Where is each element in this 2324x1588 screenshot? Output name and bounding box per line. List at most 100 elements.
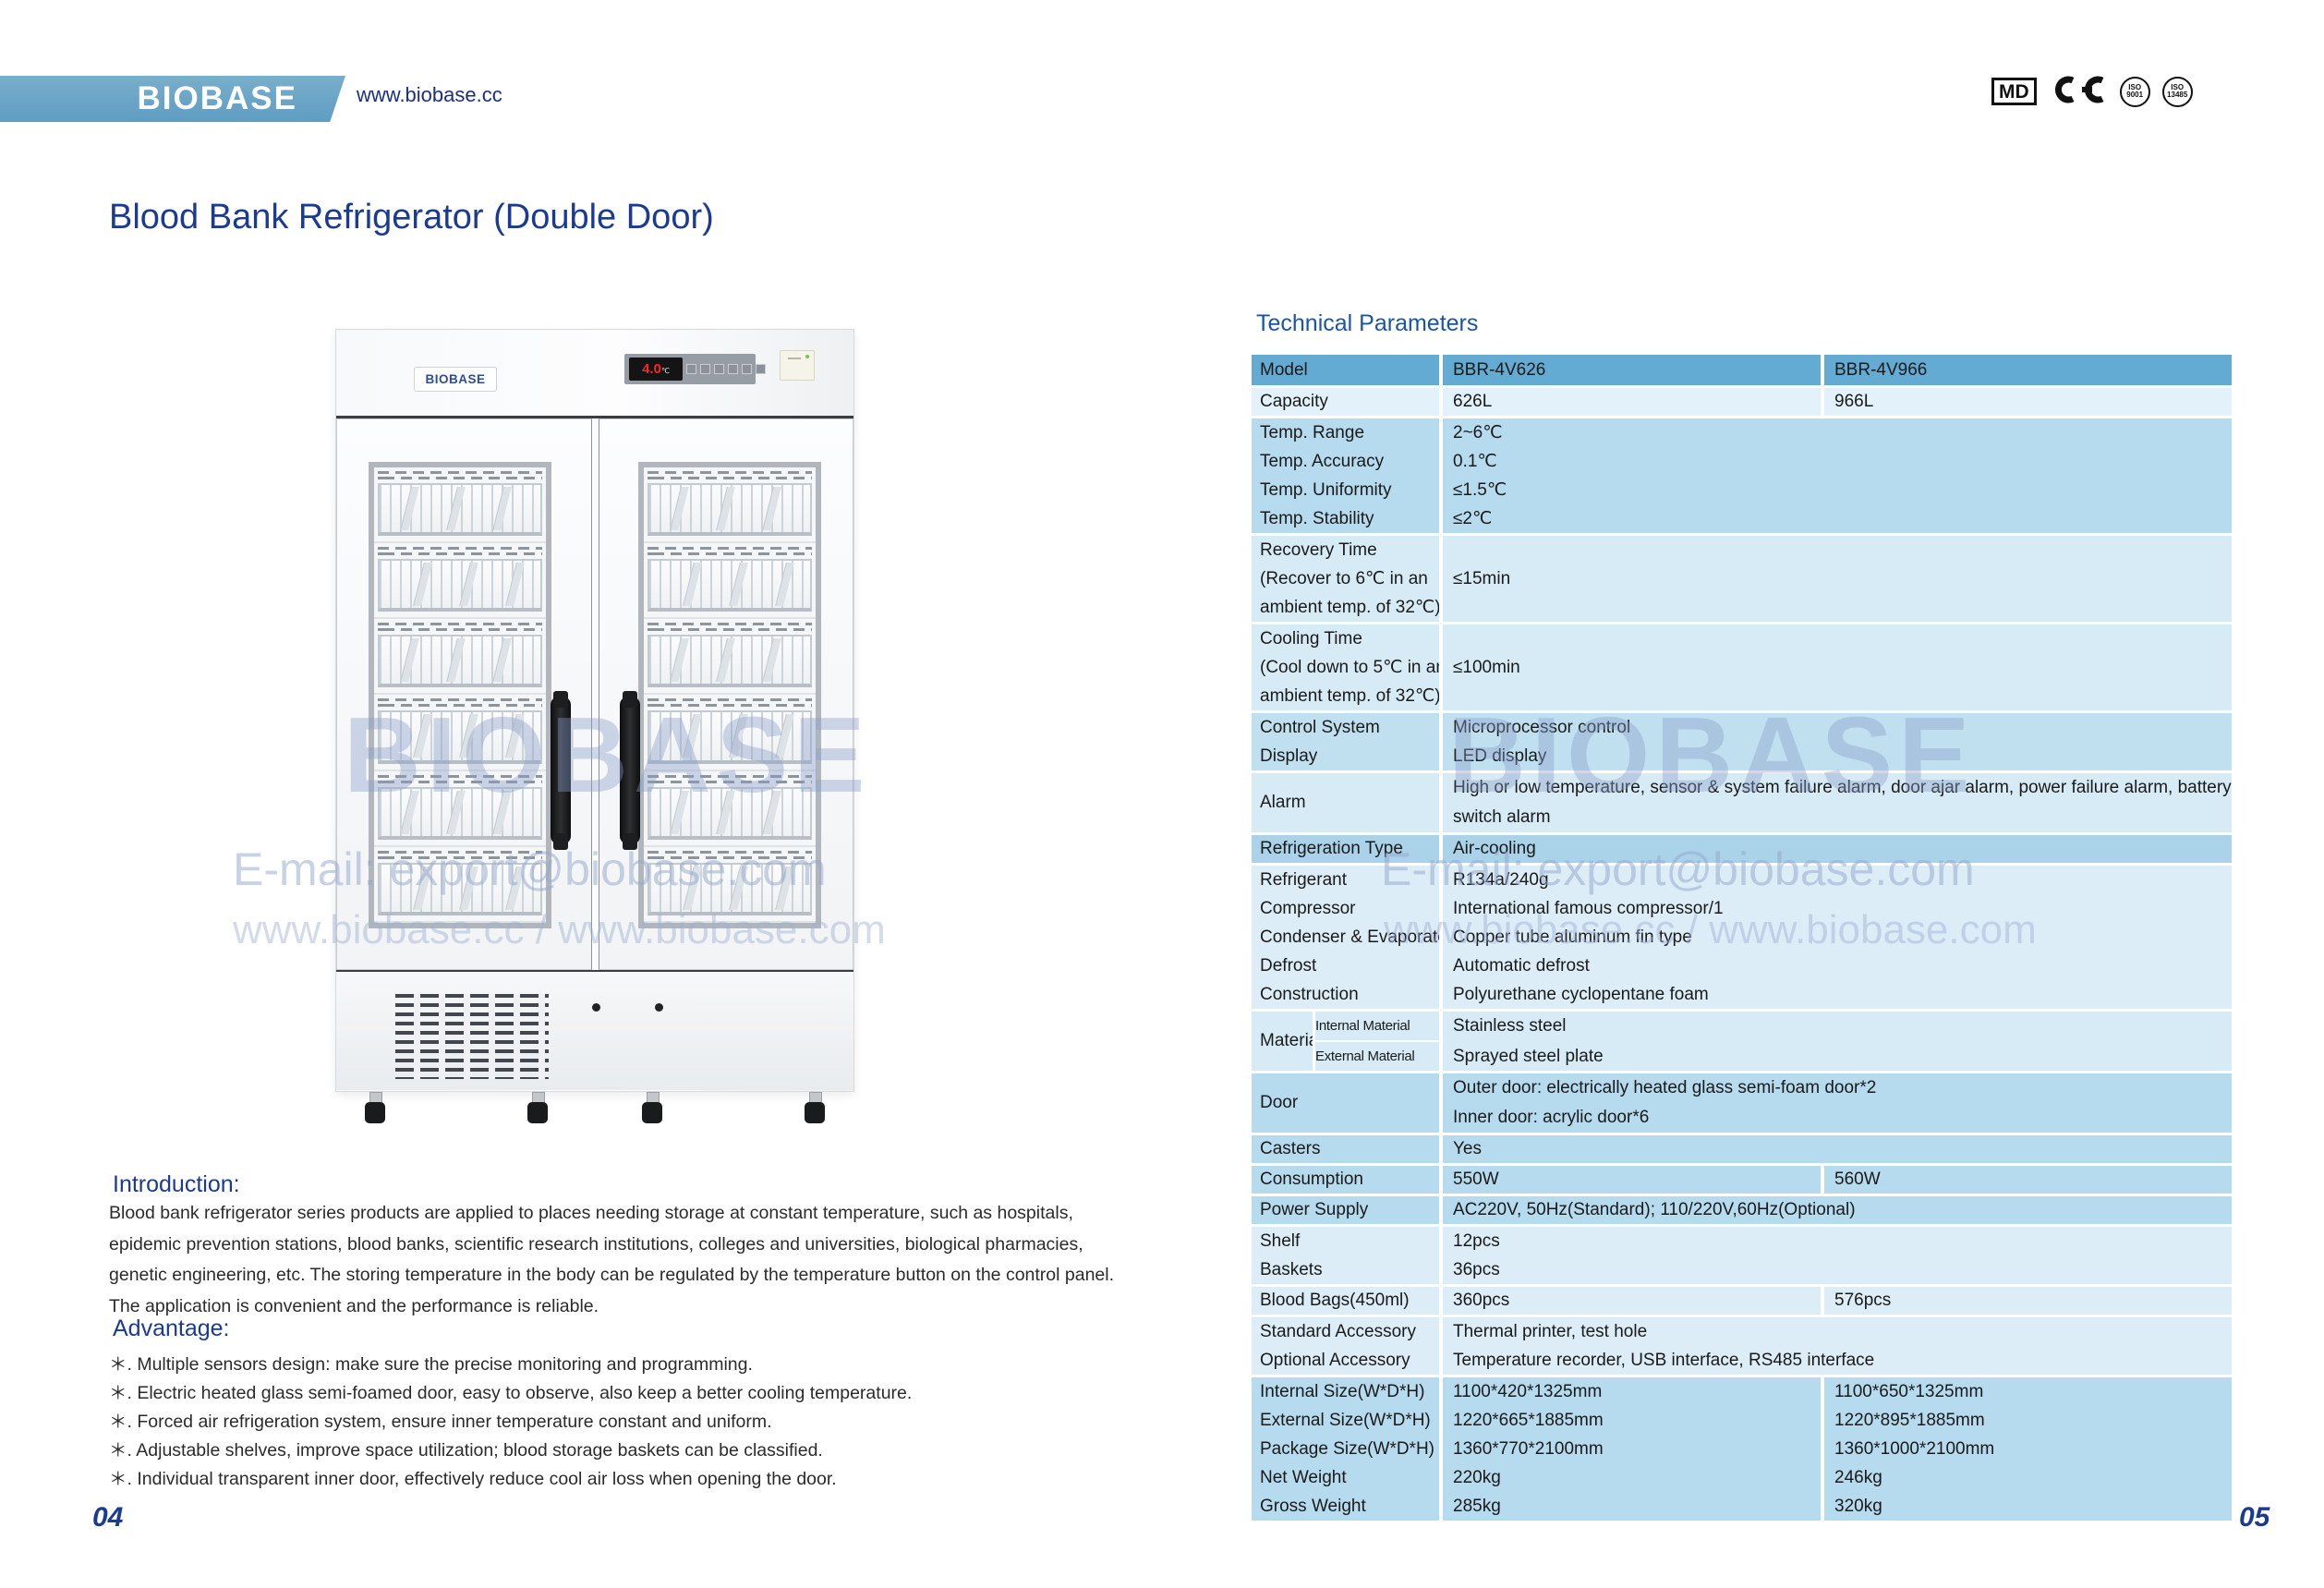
basket-divider bbox=[446, 638, 466, 683]
row-value-1: 550W bbox=[1443, 1166, 1821, 1194]
advantage-item: ＊. Adjustable shelves, improve space uti… bbox=[109, 1440, 823, 1461]
row-value-1: 360pcs bbox=[1443, 1287, 1821, 1315]
basket-divider bbox=[729, 563, 748, 607]
label-line: ambient temp. of 32℃) bbox=[1260, 598, 1441, 617]
wire-basket bbox=[648, 559, 812, 612]
basket-divider bbox=[413, 714, 432, 758]
wire-basket bbox=[378, 786, 542, 840]
basket-row bbox=[644, 695, 816, 771]
basket-divider bbox=[670, 790, 689, 834]
wire-basket bbox=[648, 635, 812, 688]
door-handle bbox=[619, 691, 640, 850]
basket-row bbox=[374, 695, 546, 771]
advantage-list: ＊. Multiple sensors design: make sure th… bbox=[109, 1351, 912, 1494]
row-label: Material bbox=[1252, 1012, 1323, 1071]
basket-row bbox=[644, 847, 816, 923]
param-label: Gross Weight bbox=[1260, 1497, 1366, 1516]
basket-row bbox=[644, 771, 816, 847]
row-value-2: 560W bbox=[1824, 1166, 2232, 1194]
website-link[interactable]: www.biobase.cc bbox=[357, 83, 502, 106]
param-value: 220kg bbox=[1453, 1468, 1501, 1487]
basket-row bbox=[374, 467, 546, 544]
param-label: Compressor bbox=[1260, 899, 1356, 918]
biobase-logo: BIOBASE bbox=[0, 76, 345, 122]
column-divider bbox=[1439, 1196, 1443, 1224]
advantage-item: ＊. Electric heated glass semi-foamed doo… bbox=[109, 1383, 913, 1403]
fridge-doors bbox=[336, 418, 853, 970]
param-value: 1360*1000*2100mm bbox=[1834, 1439, 1995, 1459]
panel-button bbox=[728, 364, 738, 374]
param-value: Temperature recorder, USB interface, RS4… bbox=[1453, 1351, 1875, 1370]
glass-window bbox=[638, 462, 821, 928]
row-label: Refrigeration Type bbox=[1252, 835, 1439, 863]
vent-slots bbox=[648, 773, 812, 784]
param-value: R134a/240g bbox=[1453, 870, 1549, 890]
label-line: (Cool down to 5℃ in an bbox=[1260, 658, 1446, 677]
row-value-1: 626L bbox=[1443, 388, 1821, 416]
basket-divider bbox=[716, 638, 735, 683]
test-hole-box bbox=[780, 350, 815, 381]
basket-divider bbox=[683, 866, 702, 910]
column-divider bbox=[1439, 773, 1443, 832]
label-line: Recovery Time bbox=[1260, 540, 1377, 560]
fridge-control-panel: 4.0℃ bbox=[624, 354, 766, 384]
column-divider bbox=[1439, 536, 1443, 622]
column-divider bbox=[1821, 1166, 1824, 1194]
column-divider bbox=[1821, 1287, 1824, 1315]
wire-basket bbox=[648, 786, 812, 840]
panel-button bbox=[700, 364, 710, 374]
param-label: Temp. Stability bbox=[1260, 509, 1374, 528]
column-divider bbox=[1821, 1377, 1824, 1521]
md-icon: MD bbox=[1991, 78, 2037, 105]
fridge-cabinet: BIOBASE 4.0℃ bbox=[335, 329, 854, 1092]
vent-slots bbox=[648, 849, 812, 860]
param-value: 320kg bbox=[1834, 1497, 1882, 1516]
basket-divider bbox=[683, 563, 702, 607]
fridge-brand-label: BIOBASE bbox=[414, 367, 497, 392]
param-value: ≤2℃ bbox=[1453, 509, 1493, 528]
param-value: 12pcs bbox=[1453, 1231, 1500, 1251]
fridge-bottom-panel bbox=[336, 970, 853, 1090]
caster-wheel bbox=[803, 1092, 827, 1123]
basket-divider bbox=[762, 790, 781, 834]
row-labels: Internal Size(W*D*H)External Size(W*D*H)… bbox=[1252, 1377, 1439, 1521]
basket-divider bbox=[716, 790, 735, 834]
param-label: Condenser & Evaporator bbox=[1260, 927, 1454, 947]
column-divider bbox=[1439, 418, 1443, 533]
basket-divider bbox=[446, 487, 466, 531]
column-divider bbox=[1439, 713, 1443, 770]
param-label: Control System bbox=[1260, 718, 1380, 737]
basket-row bbox=[644, 543, 816, 620]
basket-divider bbox=[716, 487, 735, 531]
param-label: Temp. Uniformity bbox=[1260, 480, 1392, 500]
param-label: Display bbox=[1260, 746, 1318, 766]
logo-text: BIOBASE bbox=[137, 80, 297, 116]
column-divider bbox=[1439, 866, 1443, 1009]
vent-slots bbox=[378, 697, 542, 709]
row-value: Yes bbox=[1443, 1135, 2232, 1163]
basket-divider bbox=[446, 790, 466, 834]
ventilation-grille bbox=[395, 994, 549, 1079]
column-divider bbox=[1439, 835, 1443, 863]
panel-button bbox=[686, 364, 696, 374]
param-value: Thermal printer, test hole bbox=[1453, 1322, 1648, 1341]
basket-row bbox=[644, 619, 816, 696]
basket-divider bbox=[729, 866, 748, 910]
